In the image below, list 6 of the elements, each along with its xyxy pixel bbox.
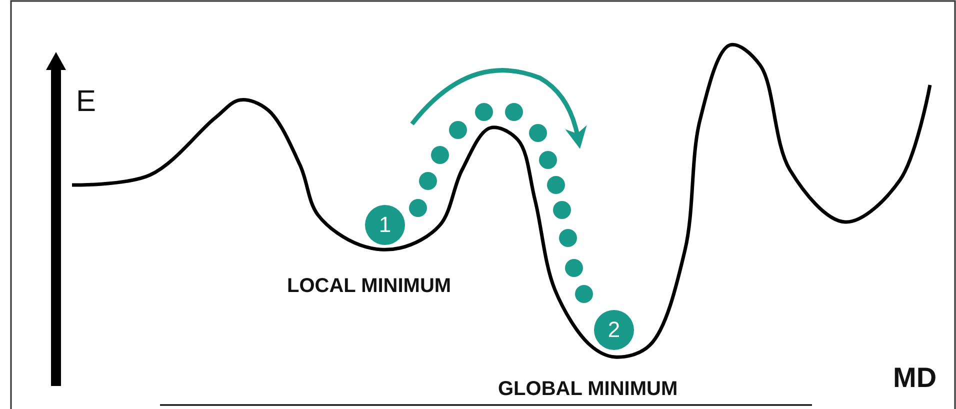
numbered-marker: 1 <box>365 205 405 245</box>
minimum-label: GLOBAL MINIMUM <box>498 378 678 401</box>
axis-label: E <box>76 85 96 119</box>
minimum-label: LOCAL MINIMUM <box>287 275 452 298</box>
numbered-marker: 2 <box>594 310 634 350</box>
axis-label: MD <box>893 362 937 394</box>
